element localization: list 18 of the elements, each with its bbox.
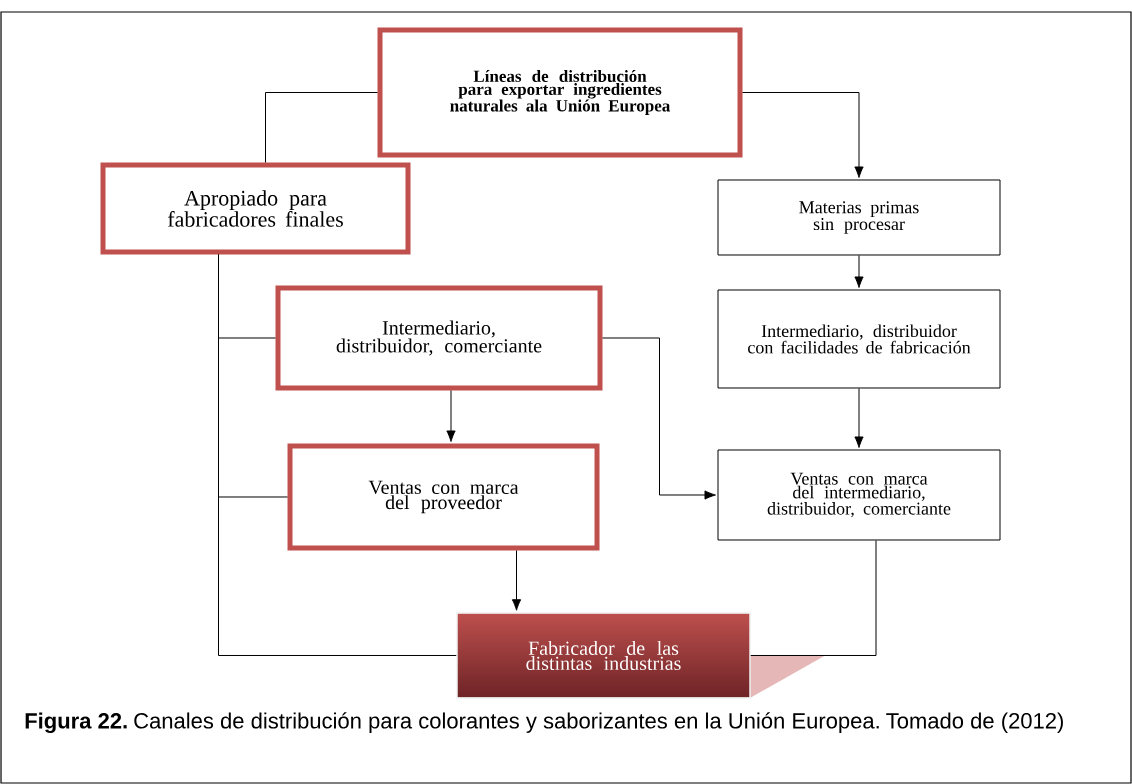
process-box: Intermediario, distribuidor, comerciante	[275, 285, 603, 391]
arrow	[511, 550, 522, 611]
arrow	[854, 255, 864, 288]
process-box: Intermediario, distribuidor con facilidades de fabricación	[717, 289, 1001, 389]
arrow	[854, 388, 864, 448]
process-box: Ventas con marca del proveedor	[287, 443, 600, 551]
figure-caption: Figura 22. Canales de distribución para colorantes y saborizantes en la Unión Europea. Tomado de (2012)	[25, 712, 1063, 734]
target-box: Fabricador de las distintas industrias	[456, 612, 751, 699]
process-box: Materias primas sin procesar	[717, 179, 1001, 256]
arrow	[602, 337, 716, 500]
arrow	[446, 390, 456, 442]
connector-line	[218, 254, 457, 656]
arrow	[742, 92, 864, 178]
process-box: Ventas con marca del intermediario, distribuidor, comerciante	[717, 449, 1001, 541]
connector-line	[265, 92, 378, 163]
process-box: Líneas de distribución para exportar ingredientes naturales ala Unión Europea	[377, 27, 743, 158]
connector-line	[750, 540, 877, 656]
process-box: Apropiado para fabricadores finales	[100, 162, 411, 255]
